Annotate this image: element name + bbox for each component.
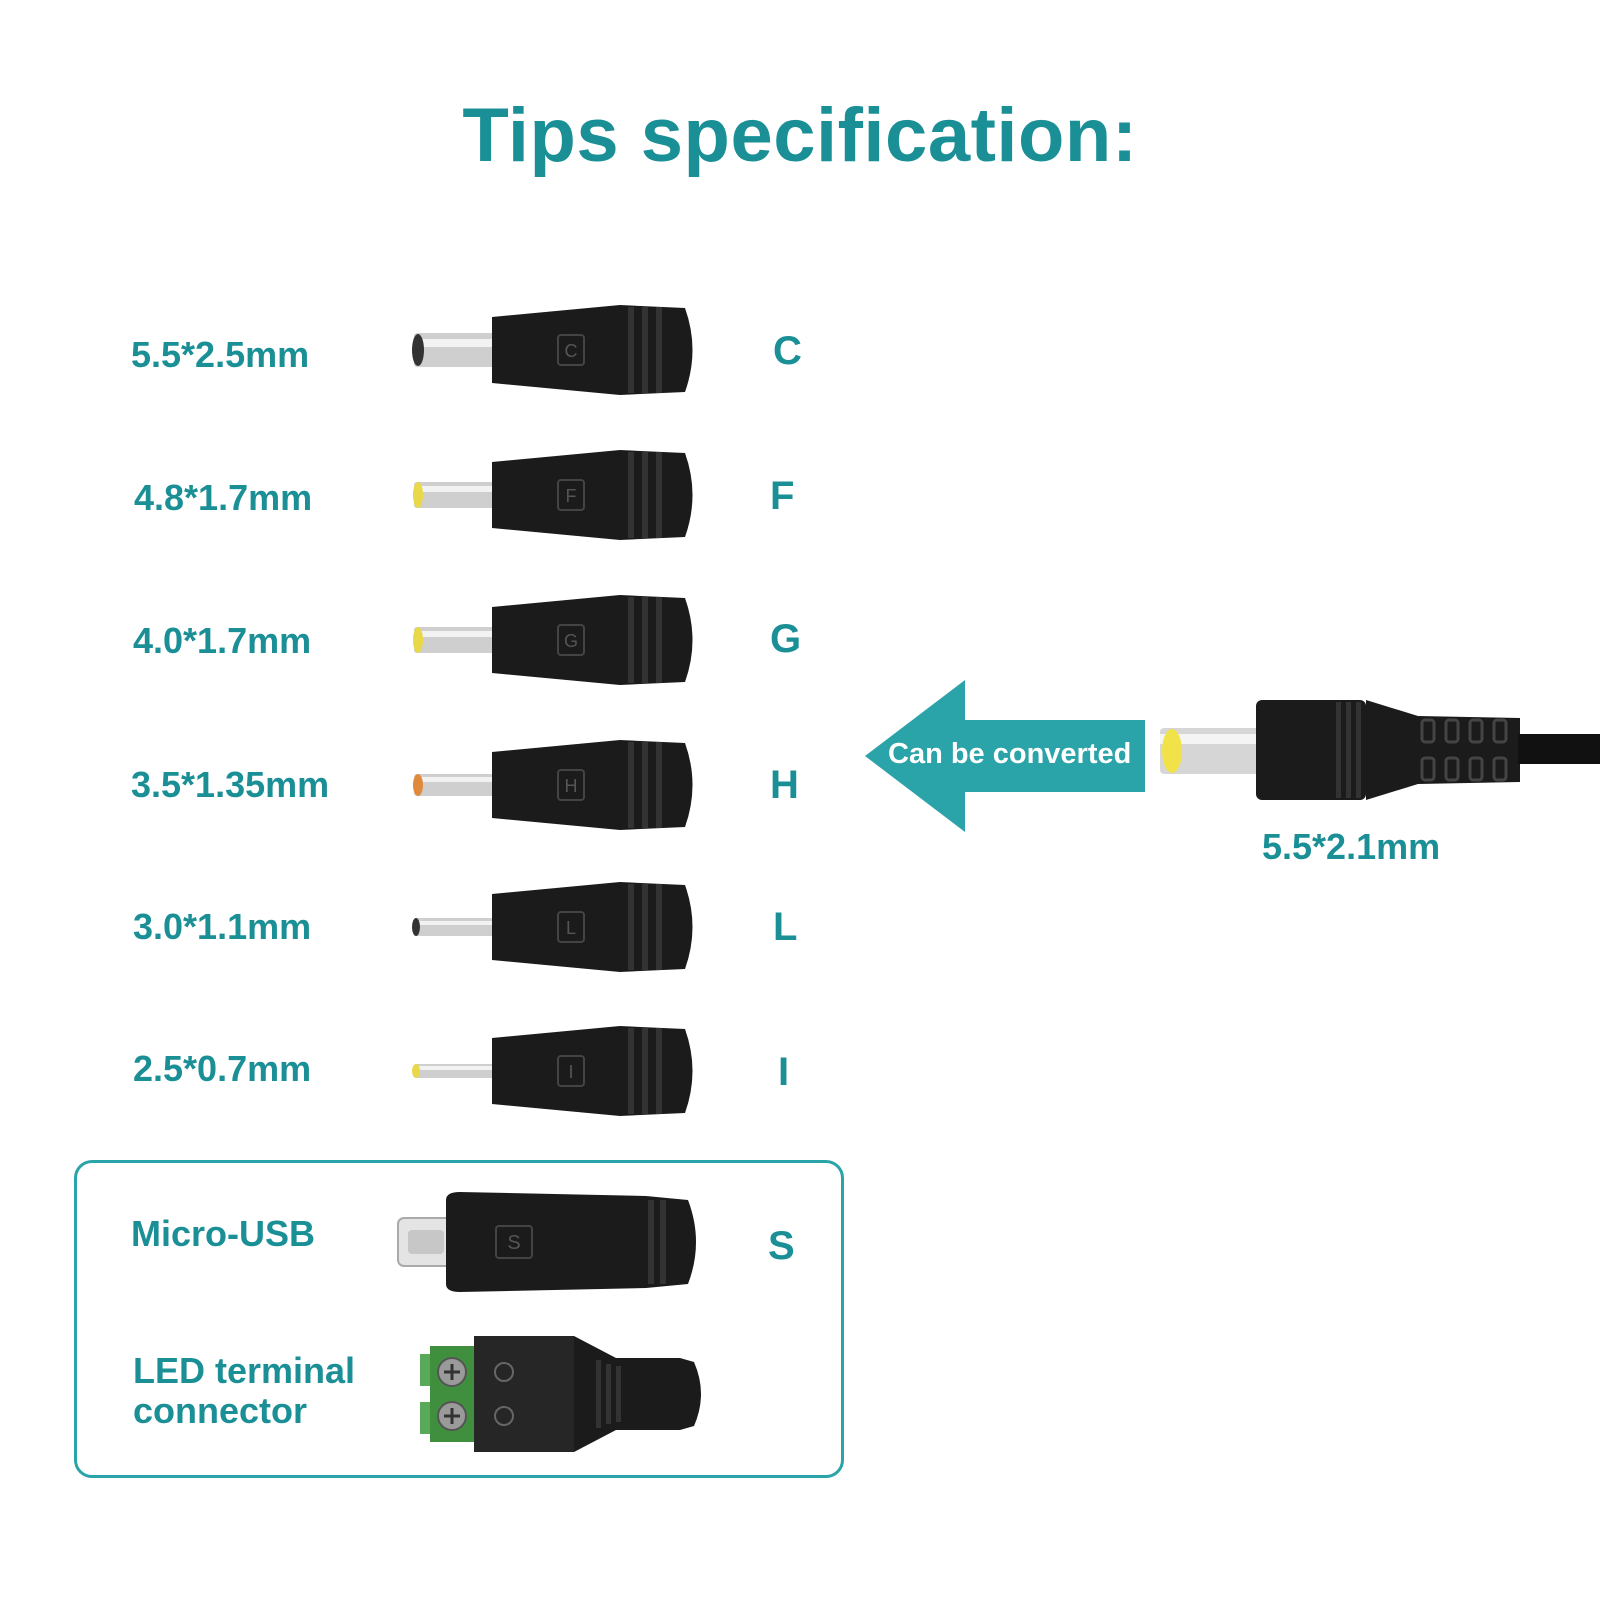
tip-mark: L xyxy=(566,918,576,938)
tip-mark: G xyxy=(564,631,578,651)
page-title: Tips specification: xyxy=(462,93,1138,178)
dc-tip-f-image: F xyxy=(413,450,693,540)
tip-size-label: 4.8*1.7mm xyxy=(134,477,313,518)
tip-size-label: 3.0*1.1mm xyxy=(133,906,312,947)
tip-code-label: C xyxy=(773,329,802,373)
dc-tip-i-image: I xyxy=(412,1026,693,1116)
tip-code-label: I xyxy=(778,1050,790,1094)
dc-tip-g-image: G xyxy=(413,595,693,685)
conversion-arrow-text: Can be converted xyxy=(888,738,1132,770)
source-plug-size-label: 5.5*2.1mm xyxy=(1262,826,1441,867)
dc-tip-c-image: C xyxy=(412,305,693,395)
led-terminal-adapter-image xyxy=(420,1336,701,1452)
micro-usb-adapter-image: S xyxy=(397,1192,696,1292)
tip-size-label: 3.5*1.35mm xyxy=(131,764,330,805)
tip-mark: C xyxy=(565,341,578,361)
tip-code-label: H xyxy=(770,763,799,807)
tip-code-label: L xyxy=(773,905,798,949)
tip-code-label: G xyxy=(770,617,802,661)
led-terminal-label-line2: connector xyxy=(133,1390,308,1431)
tip-mark: F xyxy=(566,486,577,506)
dc-tip-l-image: L xyxy=(412,882,693,972)
dc-tip-h-image: H xyxy=(413,740,693,830)
tip-mark: H xyxy=(565,776,578,796)
tip-size-label: 2.5*0.7mm xyxy=(133,1048,312,1089)
adapter-mark: S xyxy=(507,1232,520,1254)
tip-size-label: 5.5*2.5mm xyxy=(131,334,310,375)
dc-plug-5-5-2-1-image xyxy=(1160,700,1600,800)
micro-usb-label: Micro-USB xyxy=(131,1213,316,1254)
tip-code-label: F xyxy=(770,474,795,518)
led-terminal-label-line1: LED terminal xyxy=(133,1350,356,1391)
tip-mark: I xyxy=(568,1062,573,1082)
left-arrow-icon xyxy=(865,680,1145,832)
tip-size-label: 4.0*1.7mm xyxy=(133,620,312,661)
micro-usb-code-label: S xyxy=(768,1224,795,1268)
